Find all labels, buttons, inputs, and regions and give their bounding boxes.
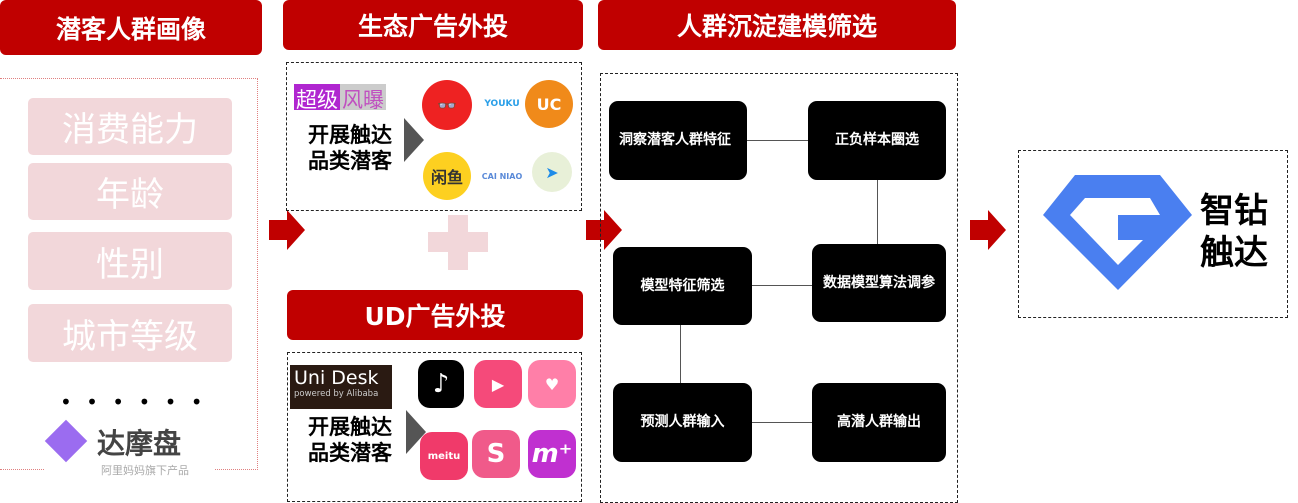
badge-super: 超级 bbox=[294, 84, 340, 112]
connector bbox=[680, 325, 681, 383]
tag-spending: 消费能力 bbox=[28, 98, 232, 155]
app-icon-youku: YOUKU bbox=[478, 80, 526, 128]
unidesk-name: Uni Desk bbox=[294, 367, 379, 389]
ellipsis-dots: • • • • • • bbox=[60, 390, 207, 414]
connector bbox=[752, 422, 812, 423]
step-insight: 洞察潜客人群特征 bbox=[609, 101, 747, 180]
header-audience-profile: 潜客人群画像 bbox=[0, 0, 262, 55]
step-sample-selection: 正负样本圈选 bbox=[808, 101, 946, 180]
step-feature-selection: 模型特征筛选 bbox=[613, 247, 752, 325]
zhizuan-panel bbox=[1018, 150, 1288, 318]
zhizuan-line1: 智钻 bbox=[1200, 191, 1268, 231]
arrow-right-icon bbox=[269, 210, 305, 250]
damopan-icon bbox=[44, 419, 88, 463]
app-icon-cainiao: CAI NIAO bbox=[478, 152, 526, 200]
arrow-right-icon bbox=[586, 210, 622, 250]
triangle-arrow-icon bbox=[404, 118, 424, 162]
super-exposure-badge: 超级 风曝 bbox=[294, 84, 386, 112]
reach-category-text: 开展触达品类潜客 bbox=[300, 122, 400, 174]
step-output: 高潜人群输出 bbox=[812, 383, 946, 462]
unidesk-logo: Uni Desk powered by Alibaba bbox=[290, 365, 392, 409]
step-tuning: 数据模型算法调参 bbox=[812, 244, 946, 322]
tag-city-tier: 城市等级 bbox=[28, 304, 232, 362]
text-category: 品类潜客 bbox=[308, 441, 392, 465]
ecosystem-panel bbox=[286, 62, 582, 211]
damopan-logo: 达摩盘 阿里妈妈旗下产品 bbox=[44, 419, 215, 480]
badge-exposure: 风曝 bbox=[340, 84, 386, 112]
app-icon-tiktok: ♪ bbox=[418, 360, 464, 408]
app-icon-m-plus: m⁺ bbox=[528, 430, 576, 478]
tag-gender: 性别 bbox=[28, 232, 232, 290]
zhizuan-line2: 触达 bbox=[1200, 233, 1268, 273]
header-ecosystem-ads: 生态广告外投 bbox=[283, 0, 583, 50]
damopan-name: 达摩盘 bbox=[97, 427, 182, 460]
header-modeling: 人群沉淀建模筛选 bbox=[598, 0, 956, 50]
app-icon-amap: ➤ bbox=[532, 152, 572, 192]
app-icon-camera: ♥ bbox=[528, 360, 576, 408]
app-icon-red-glasses: 👓 bbox=[422, 80, 472, 130]
app-icon-xianyu: 闲鱼 bbox=[423, 152, 471, 200]
tag-age: 年龄 bbox=[28, 163, 232, 220]
connector bbox=[877, 180, 878, 244]
text-reach: 开展触达 bbox=[308, 123, 392, 147]
step-predict-input: 预测人群输入 bbox=[613, 383, 752, 462]
app-icon-video: ▶ bbox=[474, 360, 522, 408]
header-ud-ads: UD广告外投 bbox=[287, 290, 583, 340]
plus-icon-bar bbox=[428, 232, 488, 252]
text-reach: 开展触达 bbox=[308, 415, 392, 439]
text-category: 品类潜客 bbox=[308, 149, 392, 173]
zhizuan-label: 智钻 触达 bbox=[1200, 190, 1268, 274]
connector bbox=[752, 285, 812, 286]
app-icon-meitu: meitu bbox=[420, 432, 468, 480]
damopan-subtitle: 阿里妈妈旗下产品 bbox=[101, 464, 189, 477]
app-icon-s: S bbox=[472, 430, 520, 478]
connector bbox=[747, 140, 808, 141]
app-icon-uc: UC bbox=[525, 80, 573, 128]
reach-category-text-2: 开展触达品类潜客 bbox=[300, 414, 400, 466]
zhizuan-logo-icon bbox=[1043, 175, 1192, 290]
unidesk-sub: powered by Alibaba bbox=[294, 389, 379, 399]
arrow-right-icon bbox=[970, 210, 1006, 250]
